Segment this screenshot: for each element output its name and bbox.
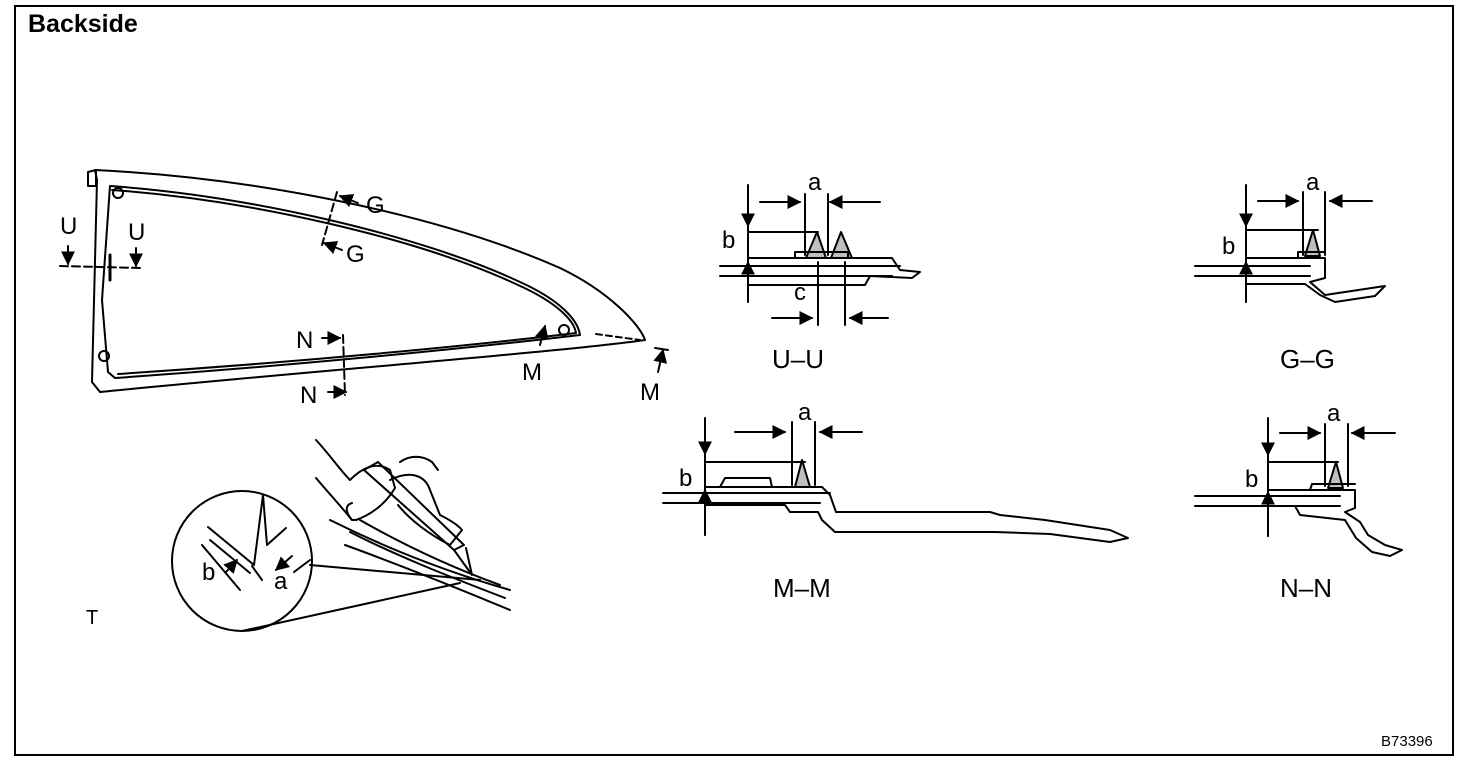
cut-label-n-bottom: N <box>300 382 317 409</box>
nn-caption: N–N <box>1280 573 1332 603</box>
quarter-window <box>87 169 646 393</box>
corner-mark: T <box>86 607 99 629</box>
gg-label-a: a <box>1306 169 1320 196</box>
detail-magnifier <box>171 490 481 632</box>
uu-label-b: b <box>722 227 735 254</box>
detail-label-a: a <box>274 568 288 595</box>
uu-label-c: c <box>794 279 806 306</box>
gg-caption: G–G <box>1280 344 1335 374</box>
section-mm <box>662 417 1129 543</box>
section-uu <box>719 184 921 326</box>
cut-label-u-right: U <box>128 219 145 246</box>
mm-label-b: b <box>679 465 692 492</box>
figure-title: Backside <box>28 10 138 38</box>
uu-label-a: a <box>808 169 822 196</box>
detail-label-b: b <box>202 559 215 586</box>
cut-label-n-top: N <box>296 327 313 354</box>
section-gg <box>1194 184 1386 303</box>
figure-code: B73396 <box>1381 733 1433 750</box>
section-nn <box>1194 417 1403 557</box>
cut-label-g-top: G <box>366 192 385 219</box>
cut-label-m-right: M <box>640 379 660 406</box>
window-cut-marks <box>59 191 669 399</box>
figure-frame <box>14 5 1454 756</box>
nn-label-b: b <box>1245 466 1258 493</box>
mm-label-a: a <box>798 399 812 426</box>
cut-label-g-bottom: G <box>346 241 365 268</box>
gg-label-b: b <box>1222 233 1235 260</box>
cut-label-m-left: M <box>522 359 542 386</box>
uu-caption: U–U <box>772 344 824 374</box>
cut-label-u-left: U <box>60 213 77 240</box>
sealant-gun-illustration <box>315 439 511 611</box>
nn-label-a: a <box>1327 400 1341 427</box>
mm-caption: M–M <box>773 573 831 603</box>
